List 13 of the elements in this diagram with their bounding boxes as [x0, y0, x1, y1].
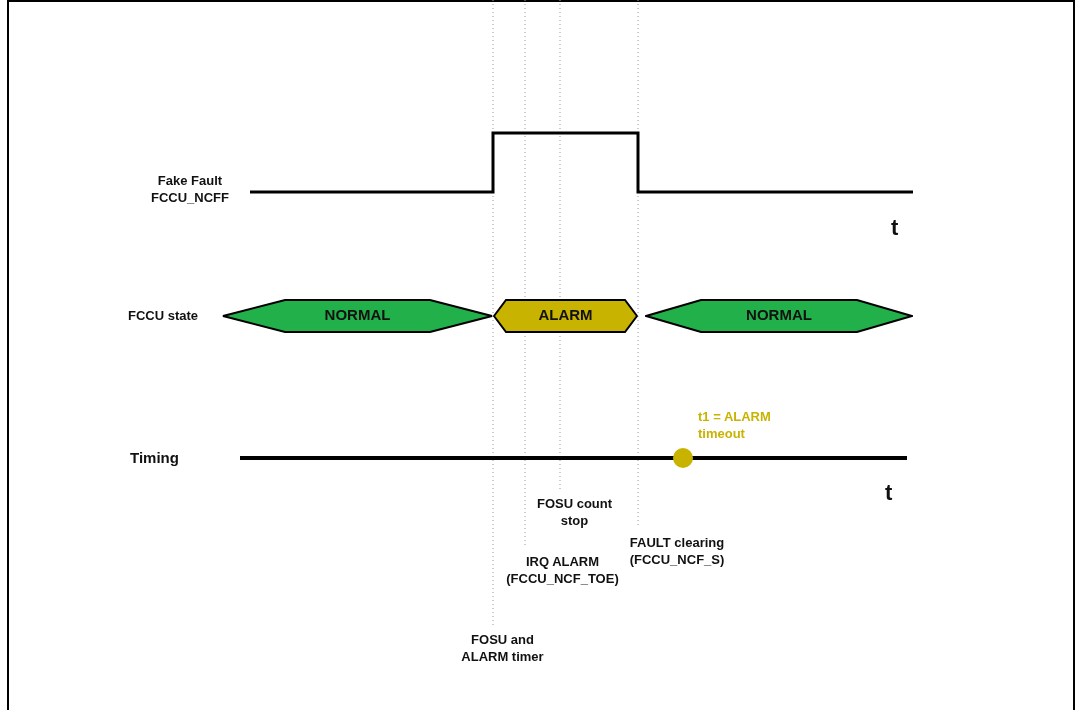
state-name: NORMAL: [745, 306, 813, 323]
signal-name: FCCU state: [128, 307, 200, 324]
signal-name: Fake Fault FCCU_NCFF: [150, 172, 230, 206]
event-label: IRQ ALARM (FCCU_NCF_TOE): [505, 553, 620, 587]
state-name: ALARM: [537, 306, 594, 323]
axis-label: t: [885, 480, 894, 506]
signal-name: Timing: [130, 449, 180, 466]
event-label: FOSU count stop: [535, 495, 614, 529]
state-name: NORMAL: [323, 306, 392, 323]
event-label: FOSU and ALARM timer: [460, 631, 545, 665]
annotation: t1 = ALARM timeout: [698, 408, 772, 442]
event-label: FAULT clearing (FCCU_NCF_S): [628, 534, 726, 568]
axis-label: t: [891, 215, 900, 241]
